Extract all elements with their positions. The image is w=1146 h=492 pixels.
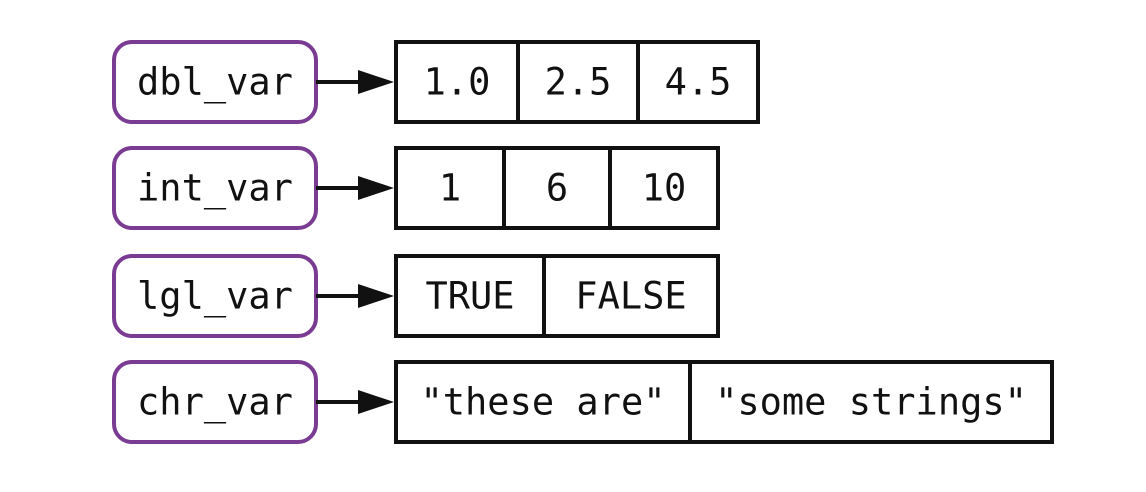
row-dbl-var: dbl_var 1.0 2.5 4.5 [112,40,760,124]
vector-value: 1 [439,167,461,210]
vector-value: 10 [642,167,687,210]
arrow-head-icon [358,70,394,94]
vector-cell [608,146,720,230]
row-int-var: int_var 1 6 10 [112,146,720,230]
arrow-head-icon [358,390,394,414]
vector-value: FALSE [575,275,686,318]
variable-name: dbl_var [137,61,293,105]
vector-cell [516,40,640,124]
vector-value: 4.5 [665,61,732,104]
arrow-head-icon [358,176,394,200]
vector-value: 1.0 [424,61,491,104]
vector-cell [394,254,546,338]
vector-cell [394,40,520,124]
arrow-head-icon [358,284,394,308]
vector-value: "some strings" [715,381,1027,424]
vector-value: 6 [546,167,568,210]
vector-cell [688,360,1054,444]
row-lgl-var: lgl_var TRUE FALSE [112,254,720,338]
vector-value: TRUE [425,275,514,318]
vector-cell [636,40,760,124]
vector-value: "these are" [420,381,665,424]
variable-name: lgl_var [137,275,293,319]
variable-name: int_var [137,167,293,211]
variable-name: chr_var [137,381,293,425]
vector-cell [542,254,720,338]
vector-cell [394,360,692,444]
row-chr-var: chr_var "these are" "some strings" [112,360,1054,444]
vector-value: 2.5 [545,61,612,104]
